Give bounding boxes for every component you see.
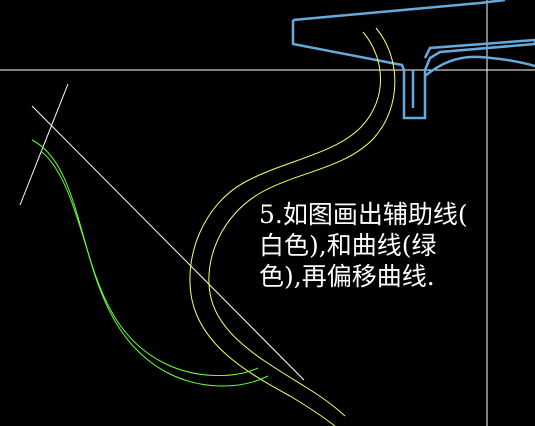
reference-curve-outer[interactable] <box>31 139 259 377</box>
auxiliary-line-long[interactable] <box>31 105 305 381</box>
reference-curve-inner[interactable] <box>41 151 269 387</box>
part-outline-arc[interactable] <box>424 55 535 77</box>
instruction-line-3: 色),再偏移曲线. <box>259 262 435 291</box>
instruction-line-1: 5.如图画出辅助线( <box>259 200 468 229</box>
instruction-line-2: 白色),和曲线(绿 <box>259 231 437 260</box>
offset-curve-outer[interactable] <box>189 31 381 426</box>
auxiliary-line-short[interactable] <box>19 83 69 206</box>
instruction-text: 5.如图画出辅助线( 白色),和曲线(绿 色),再偏移曲线. <box>259 199 531 292</box>
offset-curve-inner[interactable] <box>208 27 396 417</box>
part-outline-head[interactable] <box>291 0 535 120</box>
